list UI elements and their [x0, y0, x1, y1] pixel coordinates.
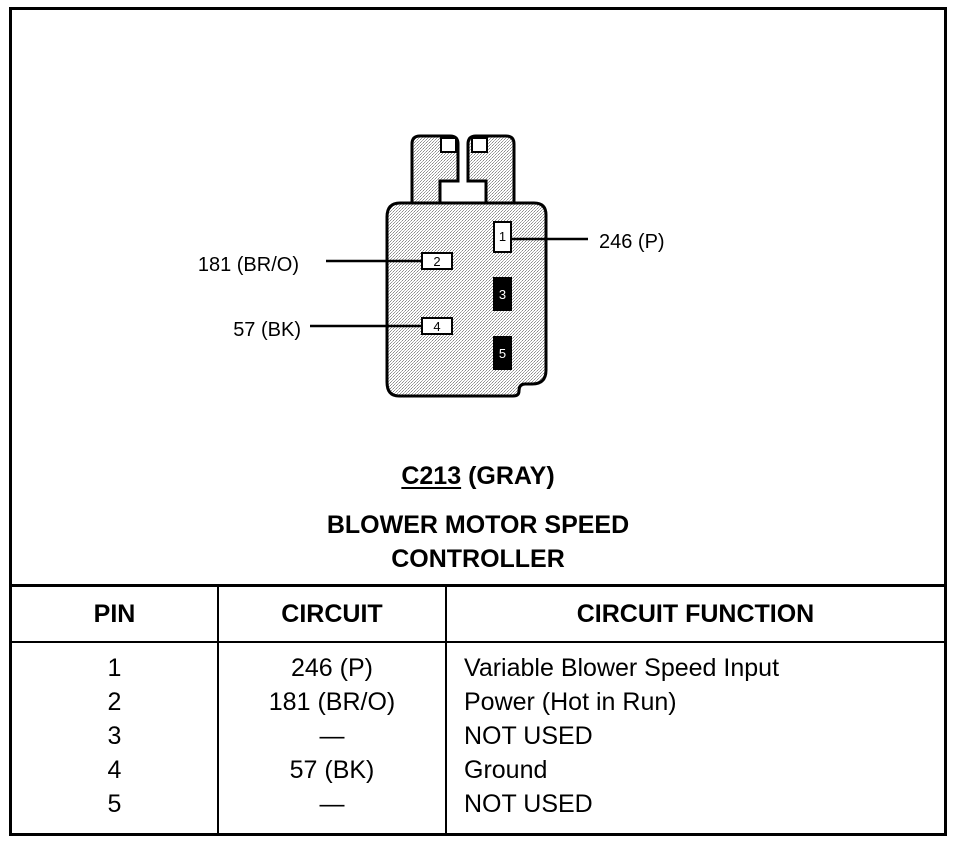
- row-5-function: NOT USED: [464, 790, 593, 818]
- row-4-circuit: 57 (BK): [289, 756, 375, 784]
- row-1-pin: 1: [107, 654, 122, 682]
- connector-title: C213 (GRAY): [12, 462, 944, 491]
- connector-diagram: 1 2 3 4 5 246 (P) 181 (BR/O) 57 (BK): [198, 134, 665, 398]
- callout-label-pin-2: 181 (BR/O): [198, 254, 299, 276]
- row-3-circuit: —: [319, 722, 345, 750]
- row-1-circuit: 246 (P): [291, 654, 373, 682]
- connector-id: C213: [401, 462, 462, 490]
- callout-label-pin-4: 57 (BK): [233, 319, 301, 341]
- cavity-2-label: 2: [433, 254, 440, 269]
- diagram-frame: 1 2 3 4 5 246 (P) 181 (BR/O) 57 (BK) C21…: [9, 7, 947, 836]
- pin-column: 1 2 3 4 5: [12, 642, 218, 833]
- cavity-3-label: 3: [499, 287, 506, 302]
- connector-latch-right: [466, 134, 516, 205]
- connector-description-line2: CONTROLLER: [391, 545, 565, 573]
- cavity-1: 1: [493, 221, 512, 253]
- header-circuit: CIRCUIT: [217, 584, 446, 643]
- cavity-2: 2: [421, 252, 453, 270]
- row-4-pin: 4: [107, 756, 122, 784]
- connector-latch-left: [410, 134, 460, 205]
- pin-table: PIN CIRCUIT CIRCUIT FUNCTION 1 2 3 4 5 2…: [12, 584, 944, 833]
- function-column: Variable Blower Speed Input Power (Hot i…: [445, 642, 944, 833]
- cavity-5-label: 5: [499, 346, 506, 361]
- connector-color: (GRAY): [468, 462, 555, 490]
- row-1-function: Variable Blower Speed Input: [464, 654, 780, 682]
- row-4-function: Ground: [464, 756, 548, 784]
- row-5-pin: 5: [107, 790, 122, 818]
- connector-description-line1: BLOWER MOTOR SPEED: [326, 511, 630, 539]
- header-circuit-function: CIRCUIT FUNCTION: [445, 584, 944, 643]
- row-5-circuit: —: [319, 790, 345, 818]
- cavity-3: 3: [493, 277, 512, 311]
- row-3-pin: 3: [107, 722, 122, 750]
- pin-table-header: PIN CIRCUIT CIRCUIT FUNCTION: [12, 584, 944, 643]
- callout-label-pin-1: 246 (P): [599, 231, 665, 253]
- row-2-pin: 2: [107, 688, 122, 716]
- cavity-5: 5: [493, 336, 512, 370]
- cavity-4-label: 4: [433, 319, 440, 334]
- row-2-function: Power (Hot in Run): [464, 688, 677, 716]
- cavity-4: 4: [421, 317, 453, 335]
- row-3-function: NOT USED: [464, 722, 593, 750]
- pin-table-body: 1 2 3 4 5 246 (P) 181 (BR/O) — 57 (BK) —…: [12, 642, 944, 833]
- cavity-1-label: 1: [499, 229, 506, 244]
- connector-body: [385, 201, 548, 398]
- header-pin: PIN: [12, 584, 218, 643]
- circuit-column: 246 (P) 181 (BR/O) — 57 (BK) —: [217, 642, 446, 833]
- row-2-circuit: 181 (BR/O): [268, 688, 396, 716]
